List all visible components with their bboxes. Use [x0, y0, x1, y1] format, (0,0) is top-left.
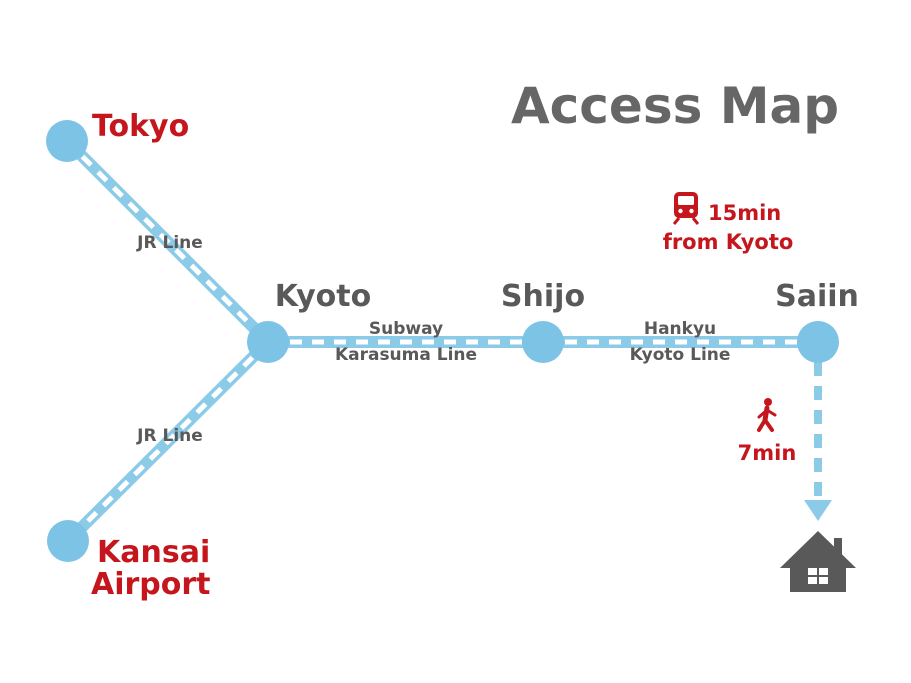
station-label-saiin: Saiin — [775, 279, 859, 314]
city-label-kansai: Kansai — [97, 535, 210, 570]
walking-path-arrowhead — [804, 500, 832, 521]
rail-lines — [62, 136, 818, 546]
line-label-kyoto-line: Kyoto Line — [630, 345, 731, 365]
city-label-tokyo: Tokyo — [92, 109, 189, 144]
node-shijo — [522, 321, 564, 363]
walking-path — [804, 362, 832, 521]
line-label-subway: Subway — [369, 319, 443, 339]
node-saiin — [797, 321, 839, 363]
station-label-kyoto: Kyoto — [275, 279, 371, 314]
line-label-jr-lower: JR Line — [136, 426, 203, 446]
node-kyoto — [247, 321, 289, 363]
station-label-shijo: Shijo — [501, 279, 585, 314]
city-label-airport: Airport — [91, 567, 211, 602]
house-icon — [780, 531, 856, 592]
walking-person-icon — [757, 398, 777, 432]
line-label-karasuma: Karasuma Line — [335, 345, 477, 365]
train-time: 15min — [708, 201, 781, 225]
jr-line-kansai-dashes — [66, 340, 270, 543]
map-title: Access Map — [511, 77, 839, 135]
train-icon — [672, 192, 700, 225]
walk-time: 7min — [738, 441, 797, 465]
node-kansai-airport — [47, 520, 89, 562]
station-nodes — [46, 120, 839, 562]
node-tokyo — [46, 120, 88, 162]
line-label-jr-upper: JR Line — [136, 233, 203, 253]
train-origin: from Kyoto — [663, 230, 794, 254]
jr-line-tokyo-dashes — [65, 139, 270, 344]
line-label-hankyu: Hankyu — [644, 319, 716, 339]
